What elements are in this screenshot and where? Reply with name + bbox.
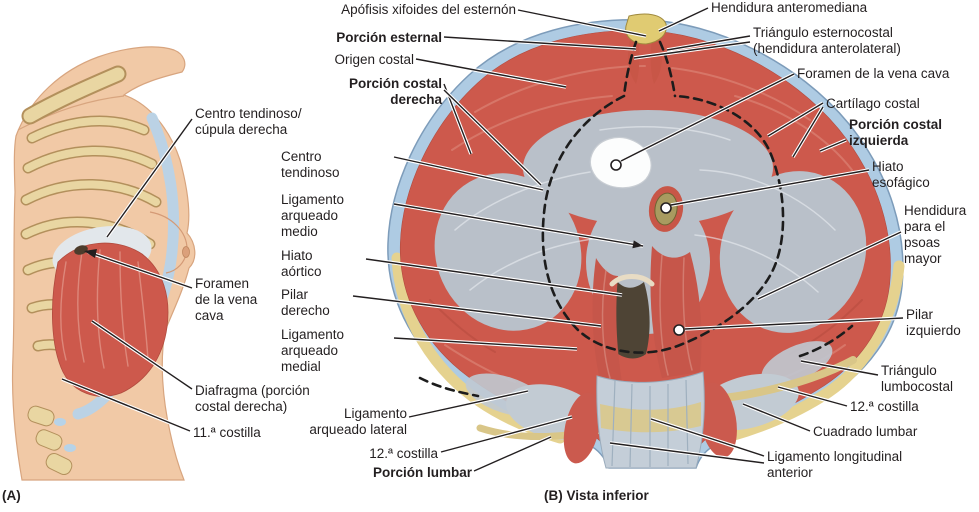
- label-ligamento-arqueado-medial: Ligamento arqueado medial: [281, 327, 345, 374]
- nipple: [182, 246, 190, 258]
- label-hiato-aortico: Hiato aórtico: [281, 248, 322, 279]
- label-hendidura-psoas: Hendidura para el psoas mayor: [904, 203, 967, 266]
- diaphragm-dome-muscle: [52, 242, 169, 397]
- label-cartilago-costal: Cartílago costal: [826, 96, 920, 111]
- label-triangulo-esternocostal: Triángulo esternocostal (hendidura anter…: [753, 25, 901, 56]
- leader-cartilago-costal: [767, 101, 825, 158]
- leader-triangulo-lumbocostal: [800, 359, 879, 377]
- leader-origen-costal: [415, 57, 567, 89]
- leader-ligamento-longitudinal: [609, 417, 765, 465]
- label-ligamento-longitudinal: Ligamento longitudinal anterior: [767, 449, 903, 480]
- humerus-bone-fill: [23, 67, 125, 123]
- leader-pilar-derecho: [352, 294, 602, 328]
- leader-lines: [61, 6, 904, 473]
- leader-pilar-izquierdo: [673, 316, 904, 336]
- leader-apofisis-xifoides: [517, 8, 647, 38]
- spine-streaks: [611, 379, 689, 468]
- label-porcion-costal-izquierda: Porción costal izquierda: [849, 117, 943, 148]
- leader-a-centro-tendinoso: [105, 117, 194, 239]
- caption-panel-a: (A): [2, 488, 21, 503]
- leader-costilla-12-derecha: [777, 385, 848, 408]
- label-a-diafragma: Diafragma (porción costal derecha): [195, 383, 310, 414]
- leader-a-diafragma: [90, 319, 194, 391]
- leader-ligamento-arqueado-lateral: [408, 389, 529, 419]
- caption-panel-b: (B) Vista inferior: [544, 488, 649, 503]
- leader-a-foramen: [84, 249, 193, 290]
- leader-a-costilla-11: [61, 377, 191, 433]
- label-porcion-costal-derecha: Porción costal derecha: [348, 76, 442, 107]
- leader-foramen-vena-cava-b: [610, 72, 795, 171]
- leader-centro-tendinoso-b: [393, 155, 544, 192]
- right-costal-ligament-yellow: [725, 260, 905, 442]
- vena-cava-opening-a: [74, 245, 88, 255]
- leader-hendidura-anteromediana: [658, 6, 709, 33]
- leader-hiato-esofagico: [660, 168, 870, 214]
- leader-cuadrado-lumbar: [742, 402, 811, 433]
- label-origen-costal: Origen costal: [334, 52, 414, 67]
- leader-porcion-costal-derecha: [442, 83, 543, 187]
- label-a-costilla-11: 11.ª costilla: [193, 425, 261, 440]
- lumbocostal-triangle: [761, 341, 833, 385]
- label-cuadrado-lumbar: Cuadrado lumbar: [813, 424, 918, 439]
- dashed-outline: [418, 40, 854, 398]
- label-a-foramen-vena-cava: Foramen de la vena cava: [195, 276, 258, 323]
- right-crus: [592, 258, 622, 382]
- label-costilla-12-izquierda: 12.ª costilla: [369, 446, 438, 461]
- label-costilla-12-derecha: 12.ª costilla: [850, 399, 919, 414]
- leader-costilla-12-izquierda: [440, 415, 573, 454]
- label-centro-tendinoso-b: Centro tendinoso: [281, 149, 340, 180]
- leader-hiato-aortico: [365, 257, 623, 297]
- arm-fold-line: [17, 95, 125, 131]
- label-apofisis-xifoides: Apófisis xifoides del esternón: [341, 2, 516, 17]
- label-pilar-derecho: Pilar derecho: [281, 287, 330, 318]
- leader-ligamento-arqueado-medial: [393, 336, 578, 351]
- label-a-centro-tendinoso: Centro tendinoso/ cúpula derecha: [195, 106, 302, 137]
- label-foramen-vena-cava-b: Foramen de la vena cava: [797, 66, 950, 81]
- crura-striations: [601, 254, 693, 379]
- label-pilar-izquierdo: Pilar izquierdo: [906, 307, 961, 338]
- label-hiato-esofagico: Hiato esofágico: [872, 159, 930, 190]
- leader-hendidura-psoas: [757, 230, 902, 301]
- label-ligamento-arqueado-medio: Ligamento arqueado medio: [281, 192, 345, 239]
- leader-porcion-costal-izquierda: [819, 138, 847, 153]
- xiphoid-process: [625, 13, 667, 45]
- sternal-portion-slips: [628, 40, 662, 84]
- leader-ligamento-arqueado-medio: [393, 202, 644, 249]
- leader-porcion-esternal: [443, 35, 637, 51]
- median-arcuate-ligament: [609, 274, 655, 287]
- panel-a-illustration: [11, 46, 196, 481]
- label-hendidura-anteromediana: Hendidura anteromediana: [711, 0, 868, 15]
- aortic-hiatus: [611, 280, 650, 359]
- leader-porcion-lumbar: [473, 435, 552, 473]
- lumbar-vertebrae: [27, 405, 76, 476]
- label-porcion-esternal: Porción esternal: [336, 30, 442, 45]
- label-porcion-lumbar: Porción lumbar: [372, 465, 472, 480]
- label-ligamento-arqueado-lateral: Ligamento arqueado lateral: [309, 406, 407, 437]
- leader-triangulo-esternocostal: [633, 34, 751, 60]
- psoas-left: [563, 392, 601, 464]
- label-triangulo-lumbocostal: Triángulo lumbocostal: [881, 363, 954, 394]
